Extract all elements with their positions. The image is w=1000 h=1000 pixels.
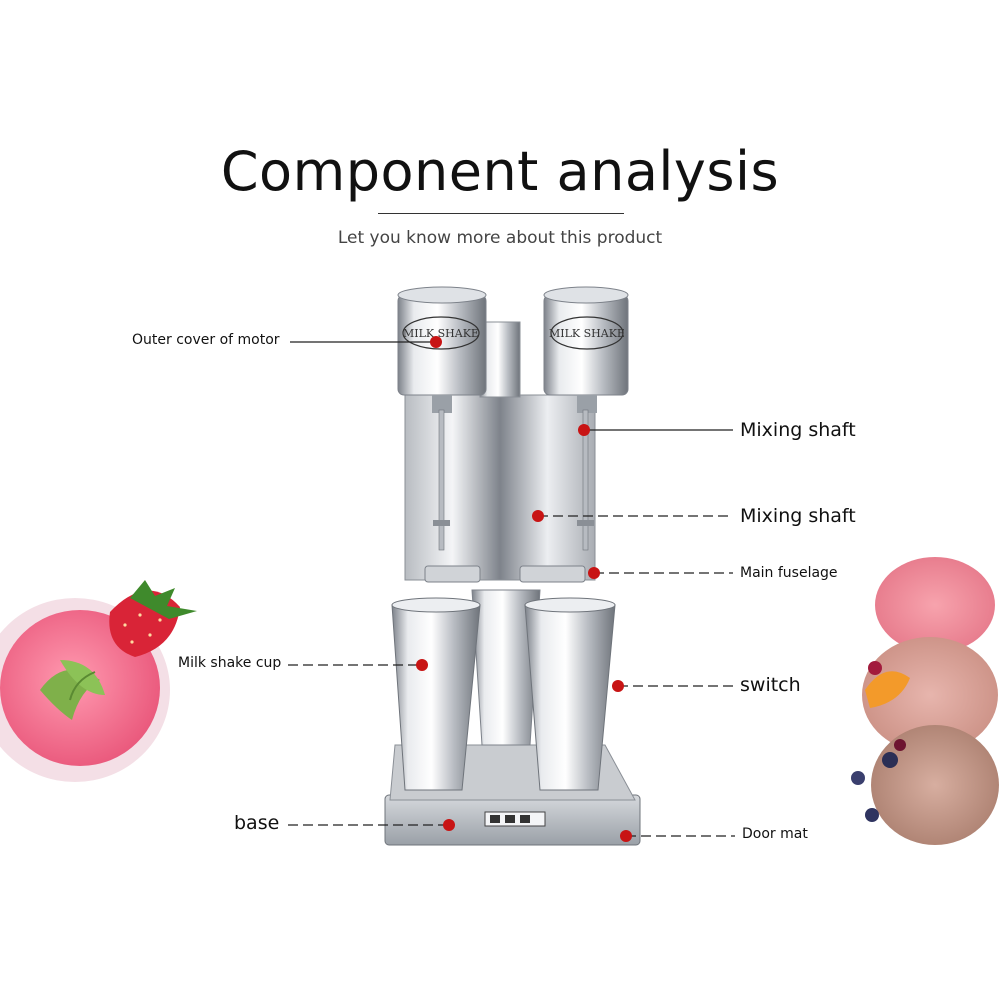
label-switch: switch — [740, 674, 801, 696]
right-motor-cover: MILK SHAKE — [543, 286, 629, 413]
label-mixing-shaft-upper: Mixing shaft — [740, 419, 856, 441]
marker-dot-outer-cover-of-motor — [430, 336, 442, 348]
marker-dot-main-fuselage — [588, 567, 600, 579]
page-subtitle: Let you know more about this product — [337, 228, 663, 248]
right-shake-cup — [524, 597, 616, 791]
marker-dot-milk-shake-cup — [416, 659, 428, 671]
left-cover-engraving: MILK SHAKE — [403, 327, 479, 340]
label-mixing-shaft-lower: Mixing shaft — [740, 505, 856, 527]
right-cover-engraving: MILK SHAKE — [549, 327, 625, 340]
smoothie-glasses-image — [851, 557, 999, 845]
left-shake-cup — [391, 597, 481, 791]
marker-dot-door-mat — [620, 830, 632, 842]
label-door-mat: Door mat — [742, 826, 808, 842]
label-milk-shake-cup: Milk shake cup — [178, 655, 282, 671]
milkshake-machine: MILK SHAKE MILK SHAKE — [384, 286, 641, 846]
label-outer-cover-of-motor: Outer cover of motor — [132, 332, 280, 348]
label-base: base — [234, 812, 280, 834]
marker-dot-switch — [612, 680, 624, 692]
left-motor-cover: MILK SHAKE — [397, 286, 487, 413]
strawberry-image — [109, 580, 197, 657]
title-underline — [378, 213, 624, 214]
page-title: Component analysis — [220, 140, 780, 203]
label-main-fuselage: Main fuselage — [740, 565, 838, 581]
marker-dot-base — [443, 819, 455, 831]
marker-dot-mixing-shaft-upper — [578, 424, 590, 436]
marker-dot-mixing-shaft-lower — [532, 510, 544, 522]
callout-leaders — [288, 336, 735, 842]
